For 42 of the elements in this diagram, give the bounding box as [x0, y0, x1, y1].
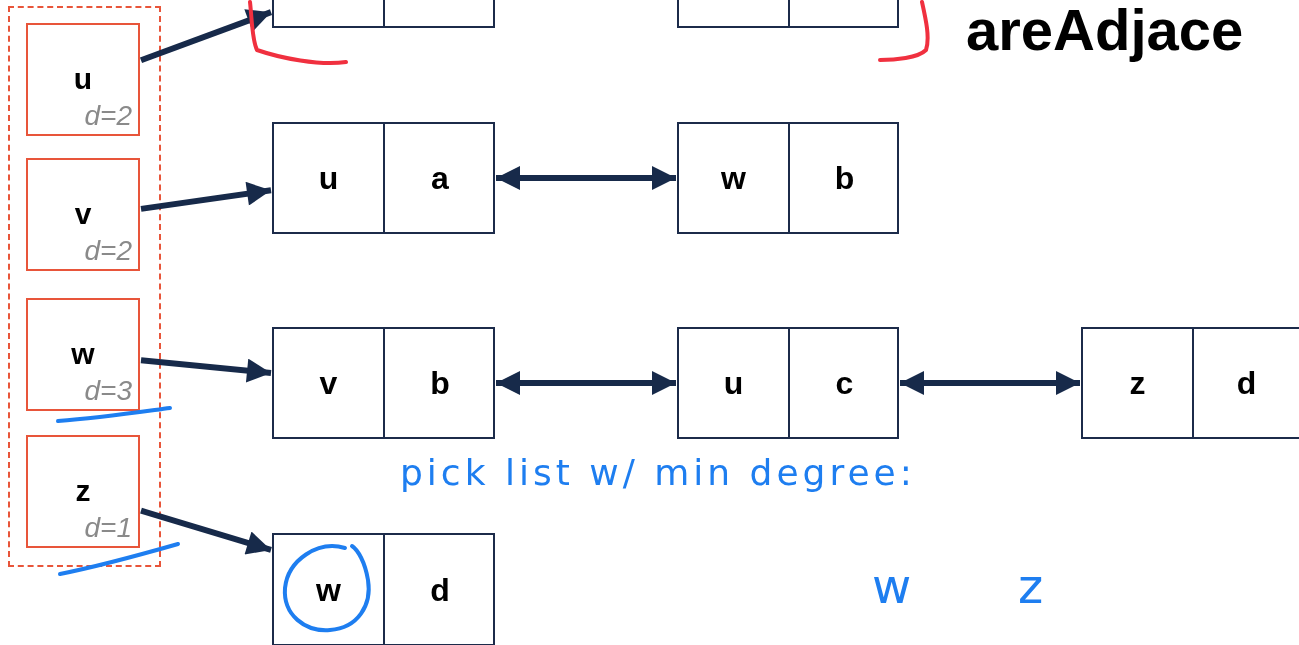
handwritten-note: z: [1018, 558, 1044, 614]
handwritten-note: w: [872, 558, 912, 614]
vertex-label: z: [74, 475, 92, 507]
node-label: b: [833, 160, 856, 196]
list-node-box: [677, 327, 899, 439]
vertex-box: [26, 23, 140, 136]
arrow: [140, 181, 272, 212]
node-label: a: [430, 160, 450, 196]
dashed-group-box: [8, 6, 161, 567]
double-arrow: [496, 371, 676, 395]
vertex-label: v: [318, 365, 339, 401]
list-node-box: [1081, 327, 1299, 439]
vertex-label: w: [70, 338, 96, 370]
arrow: [139, 9, 273, 64]
vertex-label: u: [317, 160, 340, 196]
double-arrow: [900, 371, 1080, 395]
list-node-box: [272, 122, 495, 234]
vertex-box: [26, 158, 140, 271]
title: areAdjace: [966, 0, 1244, 63]
vertex-label: z: [1128, 365, 1147, 401]
node-label: d: [1235, 365, 1258, 401]
node-label: c: [834, 365, 855, 401]
vertex-box: [26, 435, 140, 548]
vertex-label: u: [72, 63, 94, 95]
vertex-box: [26, 298, 140, 411]
list-node-box: [677, 122, 899, 234]
degree-label: d=3: [84, 375, 132, 407]
arrow: [140, 507, 272, 555]
list-node-box: [272, 533, 495, 645]
arrow: [140, 357, 272, 383]
degree-label: d=1: [84, 512, 132, 544]
double-arrow: [496, 166, 676, 190]
vertex-label: w: [720, 160, 747, 196]
node-label: d: [429, 571, 451, 608]
node-label: b: [429, 365, 451, 401]
degree-label: d=2: [84, 100, 132, 132]
degree-label: d=2: [84, 235, 132, 267]
list-node-box: [272, 327, 495, 439]
handwritten-note: pick list w/ min degree:: [400, 452, 916, 493]
vertex-label: v: [73, 198, 93, 230]
vertex-label: u: [722, 365, 745, 401]
vertex-label: w: [315, 571, 342, 608]
